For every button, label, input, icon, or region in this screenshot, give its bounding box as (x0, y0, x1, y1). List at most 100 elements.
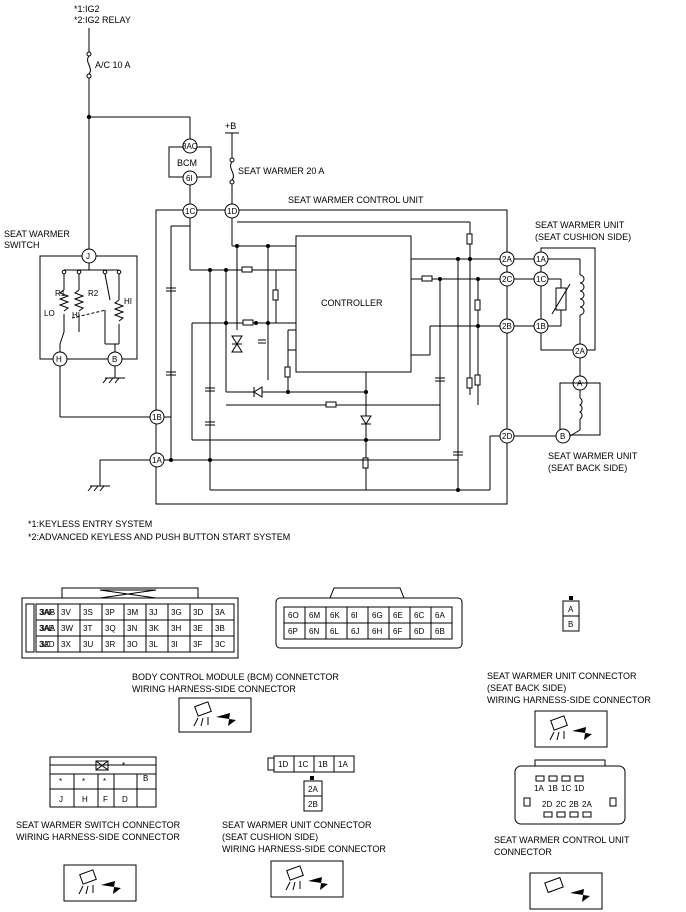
control-unit-pins: 1C 1D 1B 1A 2A 2C 2B 2D (149, 203, 515, 468)
svg-text:B: B (568, 620, 573, 629)
bcm6-cell: 6J (351, 627, 359, 636)
svg-text:1C: 1C (185, 207, 195, 216)
cushion-heater-unit: 1A 1C 1B 2A (514, 247, 596, 359)
switch-label-line1: SEAT WARMER (4, 229, 70, 239)
cushion-connector-caption-line1: SEAT WARMER UNIT CONNECTOR (222, 820, 372, 830)
switch-pin-b: B (112, 355, 117, 364)
cushion-connector-caption-line2: (SEAT CUSHION SIDE) (222, 832, 318, 842)
bcm20-cell: 3F (193, 640, 202, 649)
bcm20-cell: 3P (105, 608, 115, 617)
switch-r1: R1 (55, 289, 66, 298)
control-unit-frame (155, 209, 508, 505)
bcm20-cell: 3U (83, 640, 93, 649)
bcm6-cell: 6B (435, 627, 445, 636)
bcm20-cell: 3AF (39, 608, 54, 617)
bcm6-cell: 6I (351, 611, 358, 620)
svg-text:1D: 1D (278, 760, 288, 769)
svg-text:*: * (122, 761, 125, 770)
svg-text:1C: 1C (298, 760, 308, 769)
bcm-pin-6i: 6I (186, 174, 193, 183)
svg-text:B: B (143, 774, 148, 783)
svg-text:H: H (82, 795, 88, 804)
bcm6-cell: 6K (330, 611, 340, 620)
bcm20-cell: 3G (171, 608, 182, 617)
controller-box (295, 235, 412, 373)
switch-pin-j: J (86, 252, 90, 261)
back-heater-unit: A B (514, 358, 601, 444)
ac-fuse-label: A/C 10 A (95, 60, 131, 70)
svg-text:2D: 2D (542, 800, 552, 809)
svg-text:B: B (560, 432, 565, 441)
svg-text:1B: 1B (152, 413, 162, 422)
bcm20-cell: 3I (171, 640, 178, 649)
bcm20-cell: 3H (171, 624, 181, 633)
bcm20-cell: 3L (149, 640, 158, 649)
seat-warmer-fuse-label: SEAT WARMER 20 A (238, 166, 324, 176)
svg-text:2A: 2A (308, 785, 318, 794)
back-connector-caption-line2: (SEAT BACK SIDE) (487, 683, 566, 693)
bcm6-cell: 6N (309, 627, 319, 636)
switch-r2: R2 (88, 289, 99, 298)
back-unit-label-line1: SEAT WARMER UNIT (548, 451, 638, 461)
bcm6-cell: 6C (414, 611, 424, 620)
bcm-connector-view-icon (178, 697, 252, 733)
bcm-pin-3ac: 3AC (182, 142, 198, 151)
bcm20-cell: 3B (215, 624, 225, 633)
bcm20-cell: 3J (149, 608, 157, 617)
back-connector-view-icon (534, 710, 608, 748)
bcm6-cell: 6P (288, 627, 298, 636)
switch-hi: HI (124, 297, 132, 306)
switch-connector-view-icon (63, 864, 137, 902)
switch-connector-caption-line2: WIRING HARNESS-SIDE CONNECTOR (16, 832, 180, 842)
svg-text:1B: 1B (548, 784, 558, 793)
svg-text:2A: 2A (502, 255, 512, 264)
bcm20-cell: 3Q (105, 624, 116, 633)
control-connector-caption-line2: CONNECTOR (494, 847, 552, 857)
ac-fuse (86, 28, 92, 255)
back-connector-caption-line1: SEAT WARMER UNIT CONNECTOR (487, 671, 637, 681)
switch-pin-h: H (56, 355, 62, 364)
bcm-block: BCM 3AC 6I (168, 138, 212, 186)
cushion-connector-view-icon (270, 860, 344, 898)
seat-warmer-switch: J H B (39, 248, 138, 367)
svg-text:2B: 2B (502, 322, 512, 331)
bcm20-cell: 3A (215, 608, 225, 617)
back-unit-connector: A B (562, 596, 580, 632)
svg-text:*: * (103, 777, 106, 786)
bcm6-cell: 6M (309, 611, 320, 620)
bcm6-cell: 6A (435, 611, 445, 620)
bcm20-cell: 3R (105, 640, 115, 649)
svg-text:1B: 1B (318, 760, 328, 769)
bcm6-cell: 6F (393, 627, 402, 636)
control-unit-title: SEAT WARMER CONTROL UNIT (288, 195, 424, 205)
cushion-unit-connector: 1D 1C 1B 1A 2A 2B (267, 755, 355, 812)
cushion-unit-label-line1: SEAT WARMER UNIT (535, 220, 625, 230)
bcm6-cell: 6H (372, 627, 382, 636)
svg-text:D: D (122, 795, 128, 804)
svg-text:A: A (568, 605, 574, 614)
bcm20-cell: 3X (61, 640, 71, 649)
control-connector-view-icon (529, 872, 603, 910)
svg-text:2B: 2B (308, 800, 318, 809)
bcm20-cell: 3AE (39, 624, 54, 633)
bcm20-cell: 3D (193, 608, 203, 617)
control-unit-connector: 1A 1B 1C 1D 2D 2C 2B 2A (514, 759, 626, 825)
bcm20-cell: 3O (127, 640, 138, 649)
cushion-connector-caption-line3: WIRING HARNESS-SIDE CONNECTOR (222, 844, 386, 854)
bcm-connector-caption-line2: WIRING HARNESS-SIDE CONNECTOR (132, 684, 296, 694)
svg-text:1B: 1B (536, 322, 546, 331)
control-connector-caption-line1: SEAT WARMER CONTROL UNIT (494, 835, 630, 845)
note-keyless: *1:KEYLESS ENTRY SYSTEM (28, 519, 152, 529)
svg-text:J: J (59, 795, 63, 804)
bcm6-cell: 6L (330, 627, 339, 636)
controller-label: CONTROLLER (321, 298, 383, 308)
bcm20-cell: 3C (215, 640, 225, 649)
bcm6-cell: 6D (414, 627, 424, 636)
svg-text:1A: 1A (536, 255, 546, 264)
svg-text:1A: 1A (152, 456, 162, 465)
control-unit-internal-circuit (164, 218, 500, 492)
svg-text:1D: 1D (227, 207, 237, 216)
bcm20-overlay-cell: 3Z (40, 640, 49, 649)
cushion-unit-label-line2: (SEAT CUSHION SIDE) (535, 232, 631, 242)
